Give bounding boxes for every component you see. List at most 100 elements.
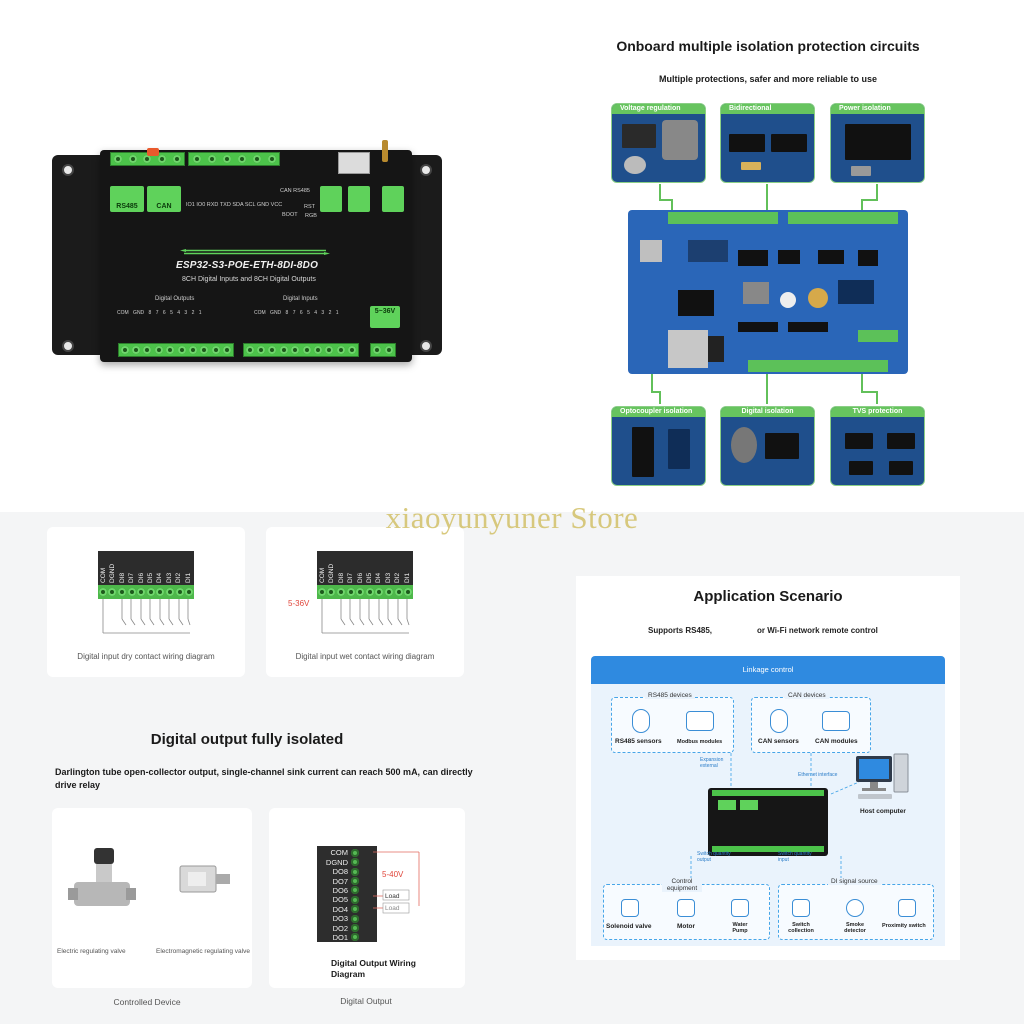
pin-terminal-icon <box>351 858 359 867</box>
pcb-board <box>628 210 908 374</box>
di-group-title: DI signal source <box>828 878 881 885</box>
header-pin-label: DI6 <box>137 572 145 583</box>
header-pin-label: DGND <box>109 563 117 583</box>
bidirectional-thumb: Bidirectional <box>720 103 815 183</box>
voltage-regulation-thumb: Voltage regulation <box>611 103 706 183</box>
proximity-label: Proximity switch <box>882 923 926 929</box>
mount-hole-icon <box>62 340 74 352</box>
tvs-protection-thumb: TVS protection <box>830 406 925 486</box>
can-rs485-text: CAN RS485 <box>280 188 310 194</box>
output-pin-row: DO4 <box>317 904 359 914</box>
mini-device-icon <box>708 788 828 856</box>
output-pin-name: DO5 <box>332 895 348 905</box>
pin-terminal-icon <box>351 924 359 933</box>
rgb-block <box>320 186 342 212</box>
wet-wiring-icon <box>321 599 410 634</box>
rs485-block: RS485 <box>110 186 144 212</box>
proximity-switch-icon <box>898 899 916 917</box>
bottom-terminal-right <box>243 343 359 357</box>
pin-terminal-icon <box>351 877 359 886</box>
motor-label: Motor <box>677 923 696 930</box>
output-voltage: 5-40V <box>382 870 404 879</box>
isolation-title: Onboard multiple isolation protection ci… <box>616 38 920 54</box>
valve1-caption: Electric regulating valve <box>57 948 126 955</box>
output-pin-name: DO3 <box>332 914 348 924</box>
pin-terminal-icon <box>351 895 359 904</box>
dry-wiring-icon <box>102 599 191 634</box>
top-row-text: IO1 IO0 RXD TXD SDA SCL GND VCC <box>186 202 283 208</box>
left-terminal-text: COM GND 8 7 6 5 4 3 2 1 <box>117 310 202 316</box>
header-pin-label: DI2 <box>175 572 183 583</box>
ethernet-note: Ethernet interface <box>798 772 838 778</box>
output-pin-row: DO6 <box>317 886 359 896</box>
output-pin-name: DO2 <box>332 923 348 933</box>
output-header-block <box>317 846 377 942</box>
control-group-title: Control equipment <box>662 878 702 892</box>
pin-terminal-icon <box>351 867 359 876</box>
host-computer-icon <box>856 753 909 799</box>
eth-block <box>348 186 370 212</box>
top-terminal-mid <box>188 152 280 166</box>
linkage-bar: Linkage control <box>591 656 945 684</box>
wet-terminal <box>317 585 413 599</box>
power-isolation-thumb: Power isolation <box>830 103 925 183</box>
load2-label: Load <box>385 905 400 912</box>
output-pin-name: DO1 <box>332 932 348 942</box>
can-modules-label: CAN modules <box>815 738 858 745</box>
wiring-title: Digital Output Wiring Diagram <box>331 958 416 979</box>
boot-label: BOOT <box>282 212 298 218</box>
switch-collection-icon <box>792 899 810 917</box>
output-caption: Digital Output <box>340 996 392 1006</box>
header-pin-label: DI5 <box>366 572 373 583</box>
outputs-label: Digital Outputs <box>155 296 195 302</box>
load1-label: Load <box>385 893 400 900</box>
header-pin-label: DI3 <box>165 572 173 583</box>
output-pin-row: DGND <box>317 857 359 867</box>
header-pin-label: DI4 <box>156 572 164 583</box>
pin-terminal-icon <box>351 848 359 857</box>
dry-terminal <box>98 585 194 599</box>
device-model: ESP32-S3-POE-ETH-8DI-8DO <box>176 260 319 271</box>
header-pin-label: DGND <box>328 563 336 583</box>
wet-voltage: 5-36V <box>288 599 310 608</box>
mount-hole-icon <box>62 164 74 176</box>
output-section-title: Digital output fully isolated <box>150 731 344 748</box>
wet-caption: Digital input wet contact wiring diagram <box>295 652 435 661</box>
header-pin-label: COM <box>319 567 326 583</box>
wifi-block <box>382 186 404 212</box>
can-sensors-label: CAN sensors <box>758 738 799 745</box>
controlled-device-card: Electric regulating valve Electromagneti… <box>52 808 252 988</box>
header-pin-label: DI7 <box>128 572 136 583</box>
smoke-label: Smoke detector <box>844 922 866 934</box>
scenario-title: Application Scenario <box>693 588 843 605</box>
modbus-label: Modbus modules <box>677 739 723 745</box>
header-pin-label: DI8 <box>118 572 126 583</box>
solenoid-label: Solenoid valve <box>606 923 652 930</box>
header-pin-label: DI2 <box>394 572 402 583</box>
dry-header-block <box>98 551 194 585</box>
output-pin-row: DO3 <box>317 914 359 924</box>
isolation-subtitle: Multiple protections, safer and more rel… <box>658 74 878 84</box>
can-sensor-icon <box>770 709 788 733</box>
header-pin-label: DI8 <box>337 572 345 583</box>
controlled-caption: Controlled Device <box>113 997 181 1007</box>
output-pin-row: COM <box>317 848 359 858</box>
scenario-sub-left: Supports RS485, <box>648 626 713 635</box>
rs485-sensors-label: RS485 sensors <box>615 738 662 745</box>
can-module-icon <box>822 711 850 731</box>
output-pin-name: COM <box>330 848 349 858</box>
output-pin-row: DO7 <box>317 876 359 886</box>
ethernet-port-icon <box>338 152 370 174</box>
output-pin-row: DO8 <box>317 867 359 877</box>
valve2-caption: Electromagnetic regulating valve <box>156 948 250 955</box>
bottom-terminal-left <box>118 343 234 357</box>
electromagnetic-valve-icon <box>179 865 230 893</box>
mount-hole-icon <box>420 340 432 352</box>
host-label: Host computer <box>860 808 906 815</box>
modbus-module-icon <box>686 711 714 731</box>
inputs-label: Digital Inputs <box>283 296 318 302</box>
output-pin-row: DO1 <box>317 933 359 943</box>
header-pin-label: DI4 <box>375 572 383 583</box>
header-pin-label: COM <box>100 567 107 583</box>
